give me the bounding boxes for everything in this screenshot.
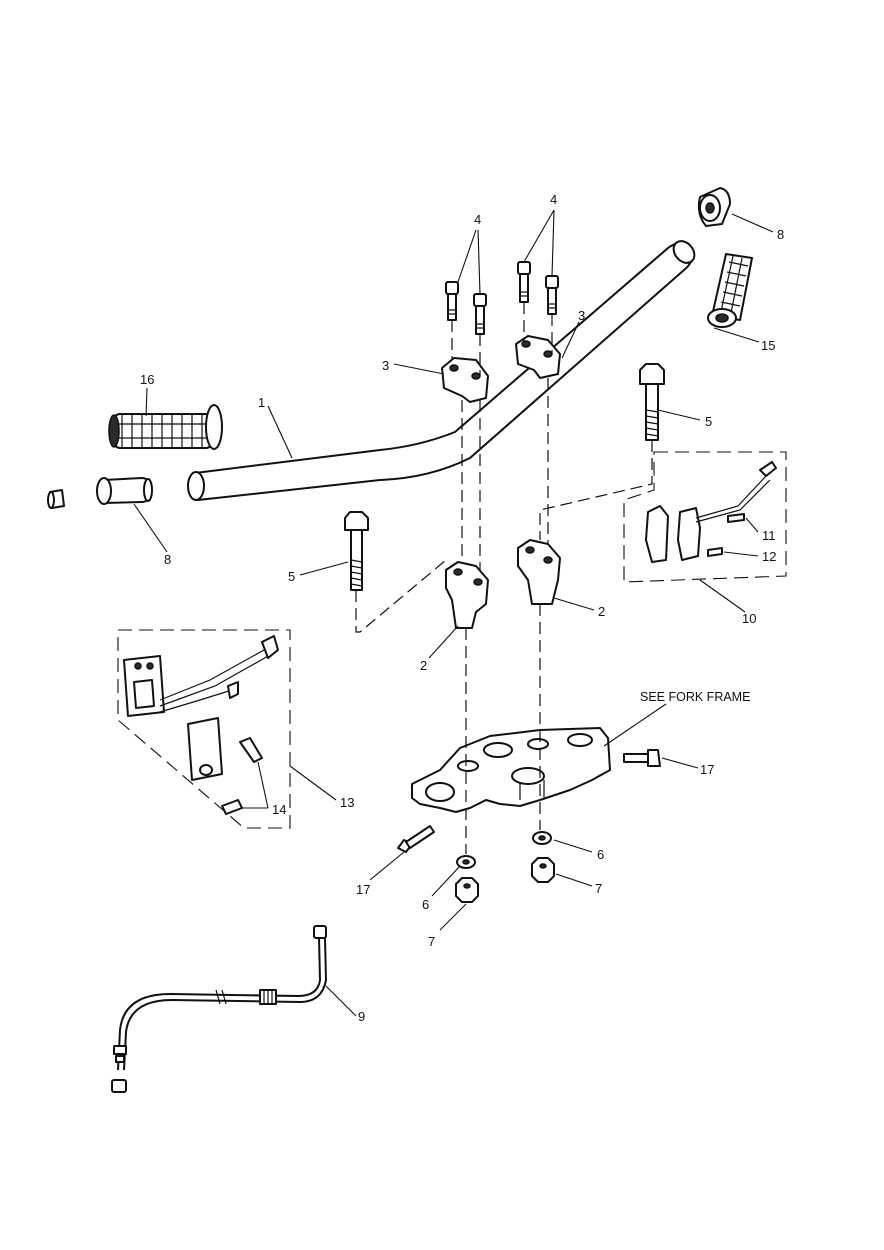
throttle-cable <box>111 925 328 1093</box>
callout-12: 12 <box>762 549 776 564</box>
pinch-bolt-right <box>623 749 661 767</box>
left-switch-assembly <box>123 635 279 815</box>
callout-17-right: 17 <box>700 762 714 777</box>
upper-clamp-left <box>441 357 489 403</box>
callout-8-left: 8 <box>164 552 171 567</box>
right-bar-end-weight <box>697 187 731 227</box>
left-grip <box>108 404 223 450</box>
lower-riser-right <box>517 539 561 605</box>
callout-6-right: 6 <box>597 847 604 862</box>
callout-3-left: 3 <box>382 358 389 373</box>
nut-right <box>531 857 555 883</box>
callout-17-left: 17 <box>356 882 370 897</box>
switch-box-right <box>623 451 787 583</box>
upper-clamp-right <box>515 335 561 379</box>
callout-8-right: 8 <box>777 227 784 242</box>
callout-1: 1 <box>258 395 265 410</box>
callout-6-left: 6 <box>422 897 429 912</box>
callout-2-right: 2 <box>598 604 605 619</box>
handlebar <box>187 240 696 501</box>
leader-lines <box>133 209 774 1017</box>
clamp-screws <box>445 261 559 335</box>
small-spacer <box>47 489 65 509</box>
riser-bolt-left <box>344 511 369 591</box>
callout-2-left: 2 <box>420 658 427 673</box>
pinch-bolt-left <box>397 825 435 853</box>
lower-riser-left <box>445 561 489 629</box>
callout-5-right: 5 <box>705 414 712 429</box>
riser-bolt-right <box>639 363 665 441</box>
callout-11: 11 <box>762 528 776 543</box>
callout-13: 13 <box>340 795 354 810</box>
callout-16: 16 <box>140 372 154 387</box>
callout-3-right: 3 <box>578 308 585 323</box>
switch-box-left <box>117 629 291 829</box>
callout-15: 15 <box>761 338 775 353</box>
alignment-lines <box>355 302 653 854</box>
callout-14: 14 <box>272 802 286 817</box>
callout-7-right: 7 <box>595 881 602 896</box>
top-yoke <box>411 727 611 813</box>
left-bar-end-weight <box>96 477 153 505</box>
right-grip <box>707 253 753 328</box>
washer-right <box>532 831 552 845</box>
right-switch-assembly <box>645 461 777 563</box>
callout-labels: 1 16 4 4 3 3 8 15 5 5 8 2 2 11 12 10 13 … <box>140 192 784 1024</box>
washer-left <box>456 855 476 869</box>
callout-5-left: 5 <box>288 569 295 584</box>
callout-10: 10 <box>742 611 756 626</box>
see-fork-frame-note: SEE FORK FRAME <box>640 690 750 704</box>
callout-7-left: 7 <box>428 934 435 949</box>
callout-4-left: 4 <box>474 212 481 227</box>
nut-left <box>455 877 479 903</box>
callout-9: 9 <box>358 1009 365 1024</box>
callout-4-right: 4 <box>550 192 557 207</box>
